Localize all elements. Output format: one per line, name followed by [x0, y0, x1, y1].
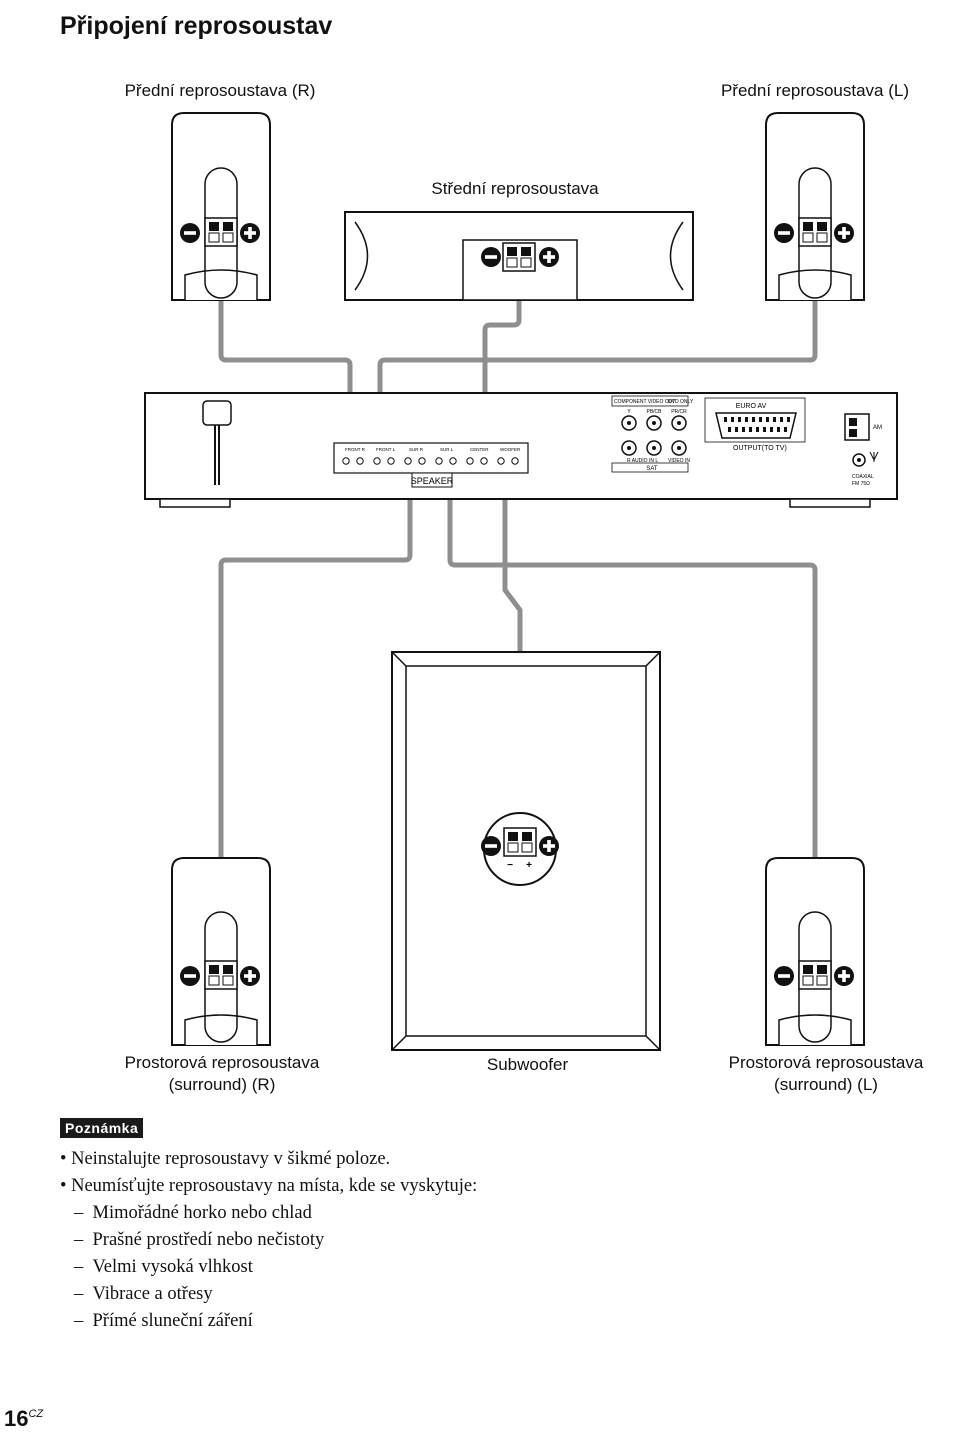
note-subitem: Prašné prostředí nebo nečistoty	[60, 1227, 477, 1254]
cable-center	[482, 259, 522, 458]
sub-minus-label: −	[507, 860, 513, 871]
front-right-speaker	[171, 112, 271, 301]
svg-text:FM 75Ω: FM 75Ω	[852, 481, 870, 487]
svg-text:COAXIAL: COAXIAL	[852, 474, 874, 480]
note-item: Neumísťujte reprosoustavy na místa, kde …	[60, 1173, 477, 1200]
page-number-suffix: CZ	[28, 1408, 44, 1420]
sub-plus-label: +	[526, 860, 532, 871]
surround-left-speaker	[765, 857, 865, 1046]
page-number-value: 16	[4, 1406, 29, 1431]
note-item: Neinstalujte reprosoustavy v šikmé poloz…	[60, 1146, 477, 1173]
surround-right-speaker	[171, 857, 271, 1046]
svg-text:EURO AV: EURO AV	[736, 403, 767, 410]
terminal-label-front-r: FRONT R	[345, 447, 366, 452]
svg-text:SAT: SAT	[646, 466, 658, 472]
subwoofer-label: Subwoofer	[486, 1055, 569, 1074]
terminal-label-woofer: WOOFER	[500, 447, 521, 452]
cable-front-left	[377, 230, 818, 458]
speaker-label: SPEAKER	[411, 476, 454, 486]
center-label: Střední reprosoustava	[431, 179, 599, 198]
front-right-label: Přední reprosoustava (R)	[124, 81, 316, 100]
surround-right-label: Prostorová reprosoustava (surround) (R)	[92, 1052, 352, 1096]
surround-right-label-line2: (surround) (R)	[168, 1075, 276, 1094]
svg-text:VIDEO IN: VIDEO IN	[668, 458, 690, 464]
terminal-label-sur-r: SUR R	[409, 447, 424, 452]
surround-right-label-line1: Prostorová reprosoustava	[124, 1053, 320, 1072]
note-badge: Poznámka	[60, 1118, 144, 1138]
surround-left-label: Prostorová reprosoustava (surround) (L)	[695, 1052, 957, 1096]
cable-surround-left	[447, 467, 818, 978]
svg-text:R AUDIO IN L: R AUDIO IN L	[627, 458, 658, 464]
front-left-label: Přední reprosoustava (L)	[720, 81, 910, 100]
page-title: Připojení reprosoustav	[60, 12, 333, 40]
surround-left-label-line1: Prostorová reprosoustava	[728, 1053, 924, 1072]
svg-text:PR/CR: PR/CR	[671, 409, 687, 415]
page-number: 16CZ	[4, 1406, 43, 1432]
note-subitem: Velmi vysoká vlhkost	[60, 1254, 477, 1281]
svg-text:OUTPUT(TO TV): OUTPUT(TO TV)	[733, 445, 787, 452]
note-list: Neinstalujte reprosoustavy v šikmé poloz…	[60, 1146, 477, 1335]
center-speaker	[344, 211, 694, 301]
main-unit: FRONT R FRONT L SUR R SUR L CENTER WOOFE…	[144, 392, 898, 508]
terminal-label-front-l: FRONT L	[376, 447, 396, 452]
note-subitem: Vibrace a otřesy	[60, 1281, 477, 1308]
svg-text:Y: Y	[627, 409, 631, 415]
terminal-label-sur-l: SUR L	[440, 447, 454, 452]
subwoofer: − +	[391, 651, 661, 1051]
dvd-only-label: DVD ONLY	[668, 399, 694, 405]
svg-text:PB/CB: PB/CB	[646, 409, 662, 415]
connection-diagram: FRONT R FRONT L SUR R SUR L CENTER WOOFE…	[144, 112, 898, 1051]
cable-front-right	[218, 230, 353, 458]
svg-text:AM: AM	[873, 425, 882, 431]
terminal-label-center: CENTER	[470, 447, 489, 452]
cable-surround-right	[218, 467, 413, 978]
front-left-speaker	[765, 112, 865, 301]
surround-left-label-line2: (surround) (L)	[774, 1075, 878, 1094]
component-video-label: COMPONENT VIDEO OUT	[614, 399, 675, 405]
note-subitem: Mimořádné horko nebo chlad	[60, 1200, 477, 1227]
note-subitem: Přímé sluneční záření	[60, 1308, 477, 1335]
